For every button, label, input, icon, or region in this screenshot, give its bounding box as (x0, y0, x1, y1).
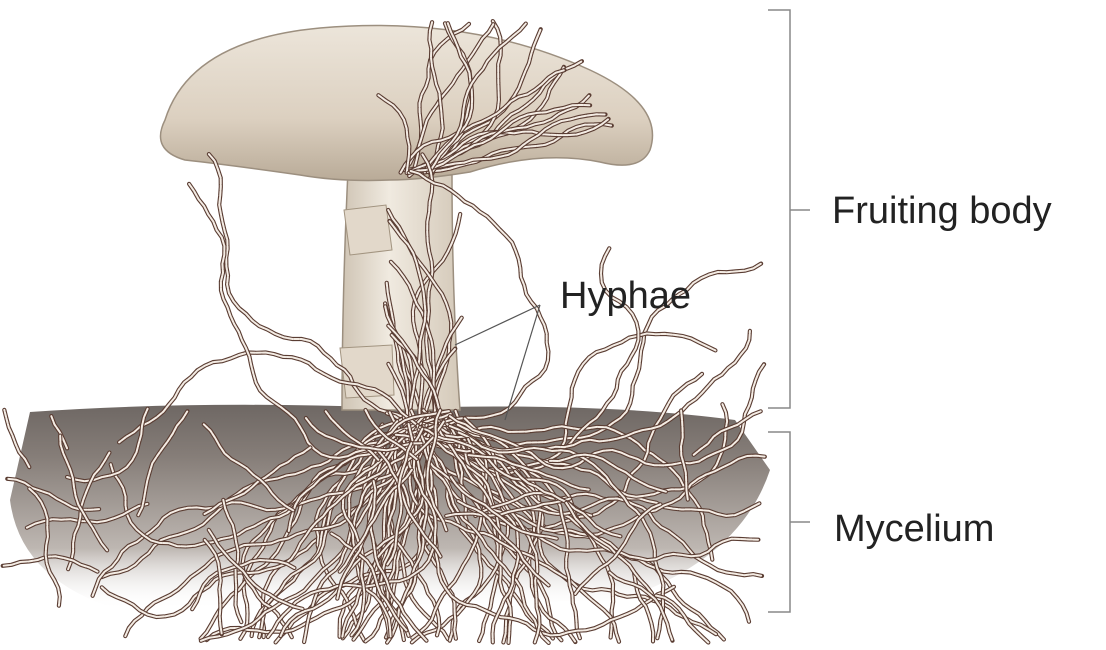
hyphae-pointer-line (505, 305, 540, 420)
mycelium-bracket (768, 432, 810, 612)
stem-skin-fragment (344, 205, 392, 255)
hyphae-label: Hyphae (560, 277, 691, 315)
mycelium-label: Mycelium (834, 510, 994, 548)
fruiting-body-bracket (768, 10, 810, 408)
fruiting-body-label: Fruiting body (832, 192, 1052, 230)
hyphae-pointer-line (455, 305, 540, 345)
